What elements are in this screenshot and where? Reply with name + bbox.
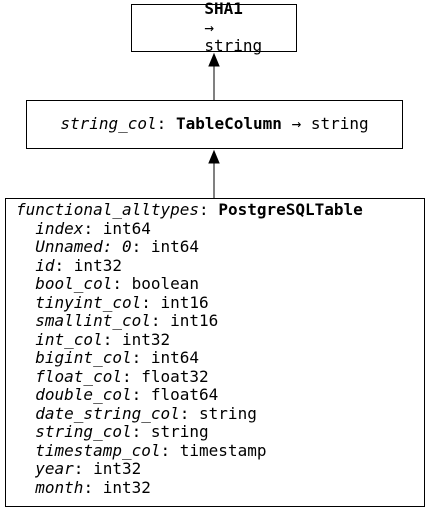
table-column-row-name: Unnamed: 0 <box>35 237 132 256</box>
table-column-row: bool_col: boolean <box>35 274 200 293</box>
table-column-row-type: boolean <box>131 274 200 293</box>
table-column-row-type: string <box>199 403 257 423</box>
table-column-row-name: timestamp_col <box>35 440 161 460</box>
table-column-row-type: timestamp <box>179 440 267 460</box>
table-column-row: id: int32 <box>35 255 122 275</box>
table-column-list: index: int64 Unnamed: 0: int64 id: int32… <box>16 218 424 498</box>
table-column-row-type: int32 <box>73 255 122 275</box>
column-separator: : <box>156 114 167 134</box>
table-column-row: date_string_col: string <box>35 403 257 423</box>
table-column-row: bigint_col: int64 <box>35 348 200 367</box>
table-column-row-name: year <box>35 459 74 478</box>
table-header: functional_alltypes: PostgreSQLTable <box>16 200 424 220</box>
table-column-row-name: id <box>35 255 55 275</box>
table-column-row-name: double_col <box>35 385 132 404</box>
table-column-row-type: float32 <box>141 366 209 386</box>
table-column-row-type: int16 <box>160 292 209 312</box>
table-kind: PostgreSQLTable <box>218 200 363 219</box>
column-return-type: string <box>310 114 369 134</box>
table-column-row-type: string <box>150 422 209 441</box>
sha1-return-type: string <box>204 36 263 56</box>
table-column-row: Unnamed: 0: int64 <box>35 237 200 256</box>
table-column-row: tinyint_col: int16 <box>35 292 209 312</box>
table-column-row-type: int64 <box>150 348 200 367</box>
table-column-row: timestamp_col: timestamp <box>35 440 267 460</box>
table-column-row-name: bool_col <box>35 274 113 293</box>
table-column-row: index: int64 <box>35 218 151 238</box>
sha1-name: SHA1 <box>204 0 243 19</box>
table-separator: : <box>199 200 209 219</box>
table-column-row-type: int32 <box>121 329 171 349</box>
table-column-row-name: float_col <box>35 366 122 386</box>
table-column-row: int_col: int32 <box>35 329 171 349</box>
table-node: functional_alltypes: PostgreSQLTable ind… <box>5 198 425 507</box>
table-column-row-name: bigint_col <box>35 348 132 367</box>
table-column-row-type: int16 <box>170 311 219 330</box>
table-column-row-name: index <box>35 218 84 238</box>
column-name: string_col <box>60 114 157 134</box>
sha1-node: SHA1 → string <box>131 0 297 56</box>
column-kind: TableColumn <box>175 114 282 134</box>
table-column-row-name: string_col <box>35 422 132 441</box>
table-column-row-type: int32 <box>93 459 142 478</box>
table-column-node: string_col: TableColumn → string <box>26 100 403 149</box>
table-column-row-name: tinyint_col <box>35 292 142 312</box>
table-column-row: double_col: float64 <box>35 385 219 404</box>
table-column-row-name: date_string_col <box>35 403 180 423</box>
table-column-row: year: int32 <box>35 459 142 478</box>
edge-table-to-column <box>208 149 220 198</box>
table-name: functional_alltypes <box>16 200 200 219</box>
table-column-row: float_col: float32 <box>35 366 209 386</box>
sha1-arrow: → <box>204 17 214 37</box>
edge-column-to-sha1 <box>208 52 220 100</box>
table-column-row-type: int64 <box>102 218 151 238</box>
table-column-row-name: month <box>35 477 84 497</box>
table-column-row-type: int64 <box>150 237 200 256</box>
table-column-row: month: int32 <box>35 477 151 497</box>
table-column-row-type: float64 <box>150 385 219 404</box>
column-arrow: → <box>291 114 302 134</box>
table-column-row: smallint_col: int16 <box>35 311 219 330</box>
table-column-row: string_col: string <box>35 422 209 441</box>
table-column-row-name: smallint_col <box>35 311 151 330</box>
table-column-row-type: int32 <box>102 477 151 497</box>
table-column-row-name: int_col <box>35 329 103 349</box>
